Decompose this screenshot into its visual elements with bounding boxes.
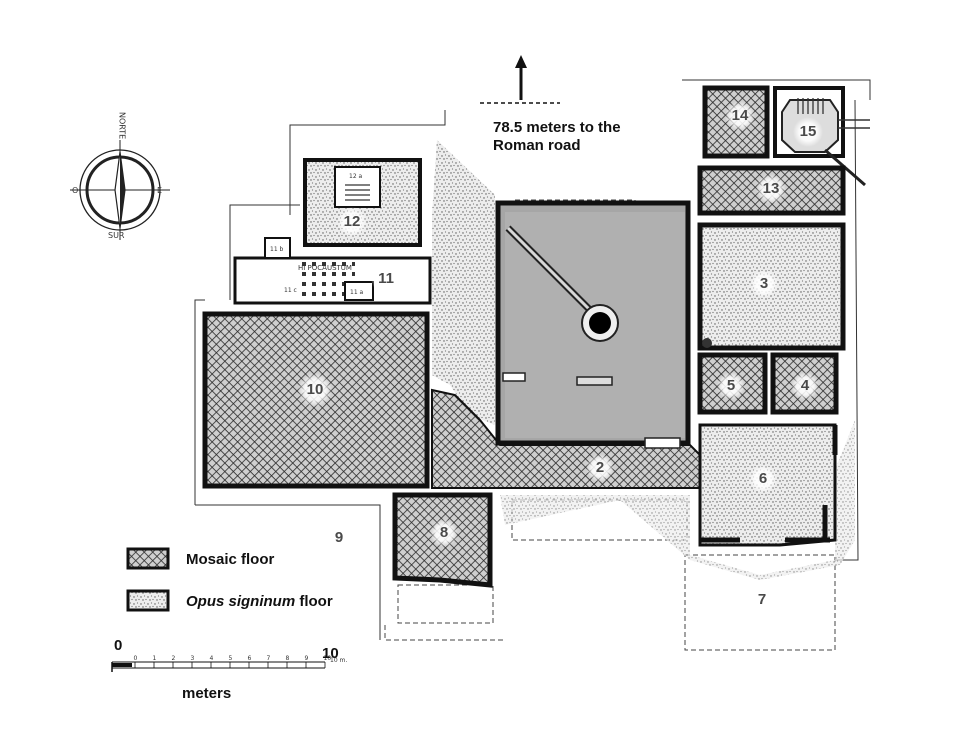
corridor-opus — [432, 140, 495, 425]
compass-rose — [70, 140, 170, 240]
room-2-label: 2 — [596, 459, 604, 476]
courtyard-step — [576, 376, 613, 386]
scale-tick-label: 8 — [286, 655, 290, 662]
legend-opus-suffix: floor — [295, 593, 333, 610]
label-11b: 11 b — [270, 246, 284, 253]
scale-tick-label: 6 — [248, 655, 252, 662]
room-labels: 2 3 4 5 6 7 8 9 10 11 12 13 14 15 — [298, 101, 823, 608]
room-15-label: 15 — [800, 123, 817, 140]
compass-west: O — [72, 186, 78, 195]
compass-east: E — [157, 186, 162, 195]
room-11a — [344, 281, 374, 301]
scale-tick-label: 4 — [210, 655, 214, 662]
room-10-label: 10 — [307, 381, 324, 398]
room-6-label: 6 — [759, 470, 767, 487]
well — [589, 312, 611, 334]
label-11a: 11 a — [350, 289, 364, 296]
scale-tick-label: 0 — [134, 655, 138, 662]
road-arrow — [480, 55, 560, 104]
room-9-label: 9 — [335, 529, 343, 546]
scale-tick-label: 2 — [172, 655, 176, 662]
legend-opus-italic: Opus signinum — [186, 593, 295, 610]
scale-tick-label: 3 — [191, 655, 195, 662]
room-7-label: 7 — [758, 591, 766, 608]
room-12-label: 12 — [344, 213, 361, 230]
scale-tick-label: 9 — [305, 655, 309, 662]
scale-tick-label: 10 — [324, 655, 332, 662]
room-4-label: 4 — [801, 377, 810, 394]
compass-north: NORTE — [118, 112, 127, 139]
legend-opus-swatch — [126, 589, 170, 612]
scale-ticks: 0 1 2 3 4 5 6 7 8 9 10 — [134, 655, 332, 668]
legend-mosaic-label: Mosaic floor — [186, 551, 275, 568]
scale-unit-small: 10 m. — [330, 657, 347, 664]
room-11b — [264, 237, 291, 259]
scale-end-label: 10 — [322, 645, 339, 662]
scale-start-label: 0 — [114, 637, 122, 654]
room-5-label: 5 — [727, 377, 735, 394]
scale-tick-label: 1 — [153, 655, 157, 662]
scale-unit-label: meters — [182, 685, 231, 702]
legend-opus-label: Opus signinum floor — [186, 593, 333, 610]
road-note-line2: Roman road — [493, 137, 581, 154]
road-note-line1: 78.5 meters to the — [493, 119, 621, 136]
room-8-label: 8 — [440, 524, 448, 541]
label-11c: 11 c — [284, 287, 297, 294]
legend: Mosaic floor Opus signinum floor — [126, 547, 333, 612]
scale-tick-label: 7 — [267, 655, 271, 662]
hypocaustum-label: HI POCAUSTUM — [298, 264, 352, 272]
room-11-label: 11 — [378, 270, 394, 287]
room-3-label: 3 — [760, 275, 768, 292]
scale-bar: 0 1 2 3 4 5 6 7 8 9 10 — [111, 655, 332, 672]
room-13-label: 13 — [763, 180, 780, 197]
label-12a: 12 a — [349, 173, 363, 180]
corridor-opus-south — [500, 420, 855, 580]
scale-tick-label: 5 — [229, 655, 233, 662]
compass-south: SUR — [108, 231, 125, 240]
room-14-label: 14 — [732, 107, 749, 124]
legend-mosaic-swatch — [126, 547, 170, 570]
